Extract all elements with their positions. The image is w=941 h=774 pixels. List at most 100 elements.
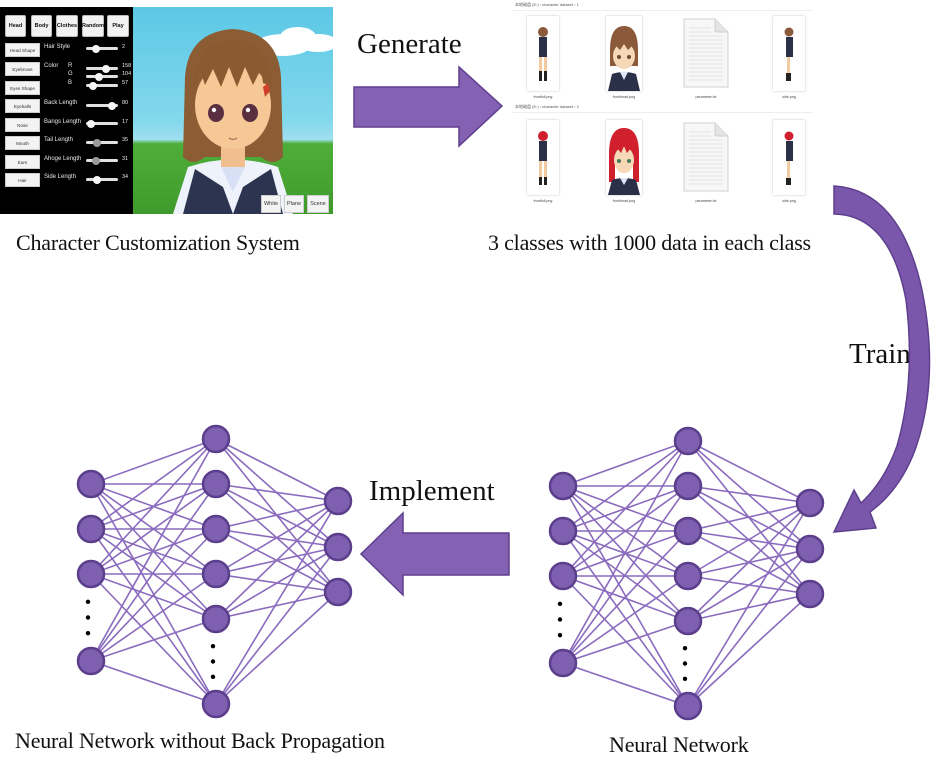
slider-knob[interactable] [107, 101, 116, 110]
network-edge [687, 548, 811, 707]
slider-knob[interactable] [92, 175, 101, 184]
network-node-layer1 [76, 514, 106, 544]
back-length-slider[interactable] [86, 101, 118, 110]
ellipsis-dot [210, 659, 216, 664]
network-node-layer1 [548, 648, 578, 678]
slider-knob[interactable] [87, 119, 96, 128]
network-edge [562, 440, 689, 664]
network-node-layer1 [548, 516, 578, 546]
neural-network-trained [548, 426, 825, 721]
hair-style-slider[interactable] [86, 44, 118, 53]
network-edge [215, 546, 339, 620]
network-edge [562, 530, 689, 664]
network-edge [562, 440, 689, 577]
tab-body[interactable]: Body [31, 15, 52, 37]
color-g-value: 104 [122, 71, 132, 77]
character-customization-screenshot: Head Body Clothes Random Play Head Shape… [0, 7, 333, 214]
network-edge [215, 591, 339, 620]
network-edge [562, 530, 689, 707]
character-head-image [608, 26, 640, 91]
network-edge [90, 573, 217, 705]
network-edge [215, 500, 339, 575]
back-length-label: Back Length [44, 100, 78, 106]
color-b-slider[interactable] [86, 81, 118, 90]
category-ears[interactable]: Ears [5, 155, 40, 169]
folder-2-file-name: parameter.txt [695, 199, 717, 203]
network-edge [562, 485, 689, 577]
network-node-layer2 [673, 606, 703, 636]
category-head-shape[interactable]: Head Shape [5, 43, 40, 57]
network-node-layer2 [673, 426, 703, 456]
ahoge-length-slider[interactable] [86, 156, 118, 165]
character-head-image [608, 128, 640, 195]
plane-background-button[interactable]: Plane [284, 195, 304, 213]
bangs-length-slider[interactable] [86, 119, 118, 128]
white-background-button[interactable]: White [261, 195, 281, 213]
tab-play[interactable]: Play [107, 15, 129, 37]
network-edge [215, 546, 339, 705]
color-b-value: 57 [122, 80, 129, 86]
category-mouth[interactable]: Mouth [5, 136, 40, 150]
category-hair[interactable]: Hair [5, 173, 40, 187]
network-edge [215, 438, 339, 502]
back-length-value: 80 [122, 100, 129, 106]
network-edge [215, 500, 339, 705]
color-r-slider[interactable] [86, 64, 118, 73]
network-node-layer3 [323, 577, 353, 607]
folder-1-fronthead-thumbnail[interactable] [606, 16, 642, 91]
ellipsis-icon [682, 646, 688, 681]
folder-2-side-thumbnail[interactable] [773, 120, 805, 195]
network-node-layer3 [323, 532, 353, 562]
text-file-icon [683, 18, 729, 88]
bangs-length-label: Bangs Length [44, 119, 82, 125]
folder-2-fronthead-thumbnail[interactable] [606, 120, 642, 195]
color-r-value: 158 [122, 63, 132, 69]
character-customization-caption: Character Customization System [16, 230, 300, 255]
network-edge [562, 440, 689, 487]
color-g-slider[interactable] [86, 72, 118, 81]
slider-knob[interactable] [94, 72, 103, 81]
slider-knob[interactable] [91, 156, 100, 165]
network-node-layer2 [201, 689, 231, 719]
character-fullbody-image [538, 131, 548, 185]
network-edge [90, 660, 217, 705]
slider-knob[interactable] [89, 81, 98, 90]
folder-2-parameter-file[interactable] [683, 122, 729, 192]
folder-1-frontfull-thumbnail[interactable] [527, 16, 559, 91]
folder-2-frontfull-thumbnail[interactable] [527, 120, 559, 195]
folder-1-breadcrumb[interactable]: 本地磁盘 (E:) › character dataset › 1 [515, 2, 579, 7]
slider-knob[interactable] [101, 64, 110, 73]
network-edge [562, 620, 689, 664]
ellipsis-dot [85, 599, 91, 605]
character-side-image [784, 131, 794, 185]
tab-random[interactable]: Random [82, 15, 104, 37]
color-label: Color [44, 63, 59, 69]
ellipsis-dot [682, 661, 688, 666]
side-length-label: Side Length [44, 174, 77, 180]
network-edge [562, 662, 689, 707]
network-edge [90, 438, 217, 575]
trained-network-caption: Neural Network [609, 732, 749, 757]
ellipsis-dot [85, 630, 91, 636]
network-node-layer3 [323, 486, 353, 516]
category-nose[interactable]: Nose [5, 118, 40, 132]
tab-clothes[interactable]: Clothes [56, 15, 78, 37]
tab-head[interactable]: Head [5, 15, 26, 37]
generate-arrow-icon [353, 65, 504, 148]
category-eyebrows[interactable]: Eyebrows [5, 62, 40, 76]
category-eyes-shape[interactable]: Eyes Shape [5, 81, 40, 95]
network-edge [687, 593, 811, 622]
side-length-slider[interactable] [86, 175, 118, 184]
tail-length-slider[interactable] [86, 138, 118, 147]
side-length-value: 34 [122, 174, 129, 180]
slider-knob[interactable] [93, 138, 102, 147]
network-edge [687, 593, 811, 707]
network-edge [90, 528, 217, 662]
network-edge [687, 502, 811, 707]
folder-1-parameter-file[interactable] [683, 18, 729, 88]
folder-2-breadcrumb[interactable]: 本地磁盘 (E:) › character dataset › 2 [515, 104, 579, 109]
category-eyeballs[interactable]: Eyeballs [5, 99, 40, 113]
slider-knob[interactable] [91, 44, 100, 53]
scene-background-button[interactable]: Scene [307, 195, 329, 213]
folder-1-side-thumbnail[interactable] [773, 16, 805, 91]
